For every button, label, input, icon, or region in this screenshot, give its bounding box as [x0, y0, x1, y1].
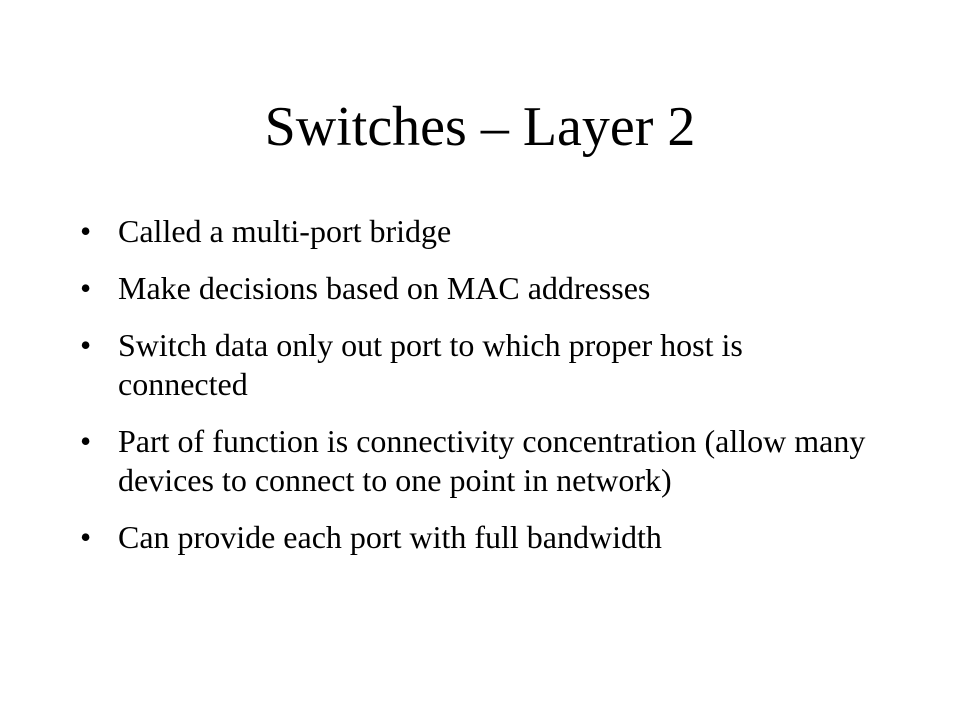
- bullet-item: • Part of function is connectivity conce…: [80, 422, 880, 500]
- bullet-list: • Called a multi-port bridge • Make deci…: [80, 212, 880, 575]
- bullet-icon: •: [80, 519, 92, 555]
- bullet-item: • Switch data only out port to which pro…: [80, 326, 880, 404]
- bullet-text: Called a multi-port bridge: [118, 213, 452, 249]
- bullet-text: Can provide each port with full bandwidt…: [118, 519, 662, 555]
- bullet-text: Make decisions based on MAC addresses: [118, 270, 651, 306]
- bullet-icon: •: [80, 327, 92, 363]
- bullet-item: • Make decisions based on MAC addresses: [80, 269, 880, 308]
- bullet-text: Switch data only out port to which prope…: [118, 327, 743, 402]
- bullet-item: • Called a multi-port bridge: [80, 212, 880, 251]
- slide-title: Switches – Layer 2: [264, 96, 696, 158]
- bullet-icon: •: [80, 213, 92, 249]
- bullet-text: Part of function is connectivity concent…: [118, 423, 866, 498]
- bullet-icon: •: [80, 270, 92, 306]
- bullet-item: • Can provide each port with full bandwi…: [80, 518, 880, 557]
- bullet-icon: •: [80, 423, 92, 459]
